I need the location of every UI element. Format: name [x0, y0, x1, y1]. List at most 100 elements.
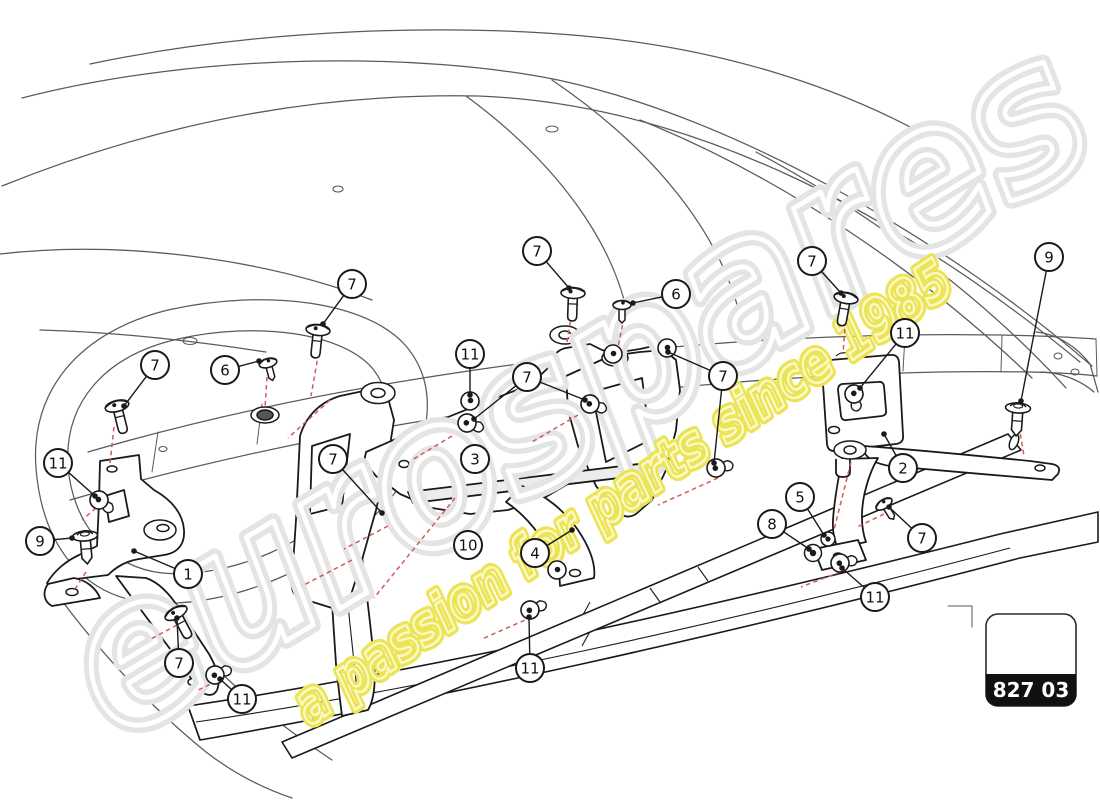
callout-9[interactable]: 9 — [1018, 242, 1064, 404]
body-detail — [901, 279, 915, 289]
callout-4[interactable]: 4 — [520, 527, 575, 568]
callout-number: 7 — [174, 654, 184, 672]
leader-line — [888, 506, 913, 529]
body-line — [0, 248, 373, 301]
callout-circle — [797, 246, 827, 276]
callout-11[interactable]: 11 — [839, 565, 890, 612]
callout-number: 11 — [48, 454, 67, 472]
callout-3[interactable]: 3 — [460, 444, 490, 474]
callout-number: 2 — [898, 459, 908, 477]
callout-circle — [860, 582, 890, 612]
callout-circle — [785, 482, 815, 512]
dash-line — [148, 624, 178, 641]
leader-dot — [857, 385, 863, 391]
callout-11[interactable]: 11 — [43, 448, 98, 499]
dash-line — [566, 305, 574, 343]
callout-number: 9 — [35, 532, 45, 550]
callout-circle — [43, 448, 73, 478]
leader-dot — [821, 532, 827, 538]
leader-dot — [256, 358, 262, 364]
leader-line — [783, 531, 810, 550]
callout-7[interactable]: 7 — [121, 350, 170, 409]
callout-10[interactable]: 10 — [453, 530, 483, 560]
callout-number: 6 — [220, 361, 230, 379]
callout-2[interactable]: 2 — [881, 431, 918, 483]
leader-line — [859, 343, 897, 389]
part-hole — [827, 425, 841, 435]
callout-circle — [25, 526, 55, 556]
part-code-band — [986, 674, 1076, 706]
dash-line — [842, 312, 847, 355]
dash-line — [287, 399, 331, 439]
callout-11[interactable]: 11 — [515, 614, 545, 683]
callout-7[interactable]: 7 — [797, 246, 844, 296]
fastener-screw-icon — [612, 299, 632, 325]
fastener-screw-icon — [875, 497, 896, 521]
callout-1[interactable]: 1 — [131, 548, 203, 589]
body-line — [39, 329, 267, 353]
body-detail — [1070, 368, 1080, 376]
body-line — [947, 605, 973, 628]
leader-dot — [217, 676, 223, 682]
dash-line — [301, 559, 353, 587]
fastener-grommet-icon — [844, 384, 864, 412]
leader-line — [806, 508, 825, 536]
callout-circle — [173, 559, 203, 589]
callout-7[interactable]: 7 — [522, 236, 572, 291]
callout-7[interactable]: 7 — [471, 362, 588, 422]
callout-7[interactable]: 7 — [665, 349, 738, 466]
leader-dot — [121, 403, 127, 409]
callout-circle — [512, 362, 542, 392]
callout-6[interactable]: 6 — [630, 279, 691, 309]
body-line — [1039, 371, 1095, 393]
part-hole — [843, 445, 857, 455]
dash-line — [264, 376, 268, 409]
dash-line — [833, 461, 852, 531]
callout-5[interactable]: 5 — [785, 482, 827, 538]
body-line — [21, 60, 1093, 367]
callout-7[interactable]: 7 — [164, 615, 194, 678]
callout-11[interactable]: 11 — [217, 676, 257, 714]
leader-dot — [131, 548, 137, 554]
callout-7[interactable]: 7 — [886, 504, 937, 553]
callout-7[interactable]: 7 — [318, 444, 385, 516]
callout-circle — [164, 648, 194, 678]
body-line — [1000, 335, 1003, 372]
leader-line — [53, 537, 73, 541]
callout-circle — [453, 530, 483, 560]
fastener-plug-icon — [1004, 402, 1032, 438]
callout-circle — [888, 453, 918, 483]
leader-line — [545, 261, 570, 289]
callout-7[interactable]: 7 — [320, 269, 367, 327]
bracket-part — [835, 352, 851, 357]
callout-number: 7 — [328, 450, 338, 468]
callout-circle — [515, 653, 545, 683]
callout-11[interactable]: 11 — [455, 339, 485, 398]
leader-line — [322, 294, 345, 325]
bracket-part — [863, 445, 1061, 481]
callout-9[interactable]: 9 — [25, 526, 75, 556]
leader-line — [528, 616, 531, 655]
leader-dot — [839, 565, 845, 571]
callout-number: 7 — [718, 367, 728, 385]
part-hole — [568, 568, 582, 578]
leader-dot — [467, 392, 473, 398]
leader-line — [1020, 270, 1048, 402]
callout-number: 4 — [530, 544, 540, 562]
leader-line — [713, 389, 723, 464]
callout-11[interactable]: 11 — [857, 318, 920, 391]
body-line — [151, 431, 159, 473]
leader-line — [341, 468, 383, 514]
fastener-grommet-icon — [657, 338, 677, 358]
callout-6[interactable]: 6 — [210, 355, 262, 385]
leader-dot — [886, 504, 892, 510]
part-code-text: 827 03 — [993, 678, 1070, 702]
structure-line — [697, 566, 709, 582]
callout-circle — [661, 279, 691, 309]
part-hole — [523, 441, 535, 451]
leader-dot — [566, 285, 572, 291]
callout-8[interactable]: 8 — [757, 509, 812, 552]
part-hole — [398, 459, 410, 469]
